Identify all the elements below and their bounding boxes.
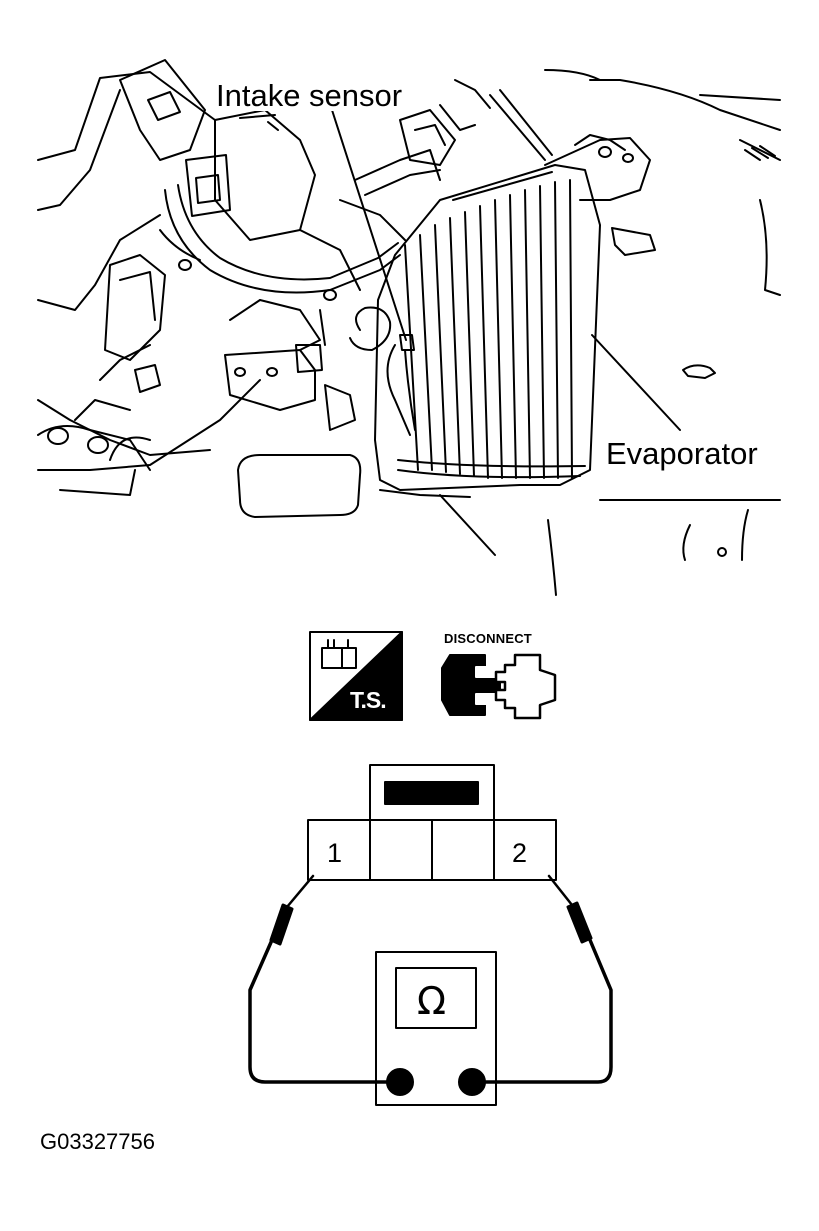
disconnect-icon xyxy=(441,653,557,720)
connector-diagram xyxy=(307,764,557,881)
ohmmeter-icon xyxy=(375,951,497,1106)
ohm-symbol: Ω xyxy=(417,979,447,1023)
intake-sensor-leader xyxy=(331,109,407,341)
evaporator-leader xyxy=(591,334,681,431)
engine-bay-illustration xyxy=(37,59,781,596)
probe-leads xyxy=(248,938,613,1084)
evaporator-label: Evaporator xyxy=(604,436,760,471)
terminal-2-label: 2 xyxy=(512,838,528,868)
terminal-1-label: 1 xyxy=(327,838,343,868)
connector-ts-icon xyxy=(309,631,403,721)
figure-code: G03327756 xyxy=(40,1129,155,1154)
intake-sensor-label: Intake sensor xyxy=(214,78,405,113)
ts-label: T.S. xyxy=(350,687,387,713)
disconnect-label: DISCONNECT xyxy=(444,631,532,646)
probe-left xyxy=(269,874,315,946)
probe-right xyxy=(547,874,593,944)
